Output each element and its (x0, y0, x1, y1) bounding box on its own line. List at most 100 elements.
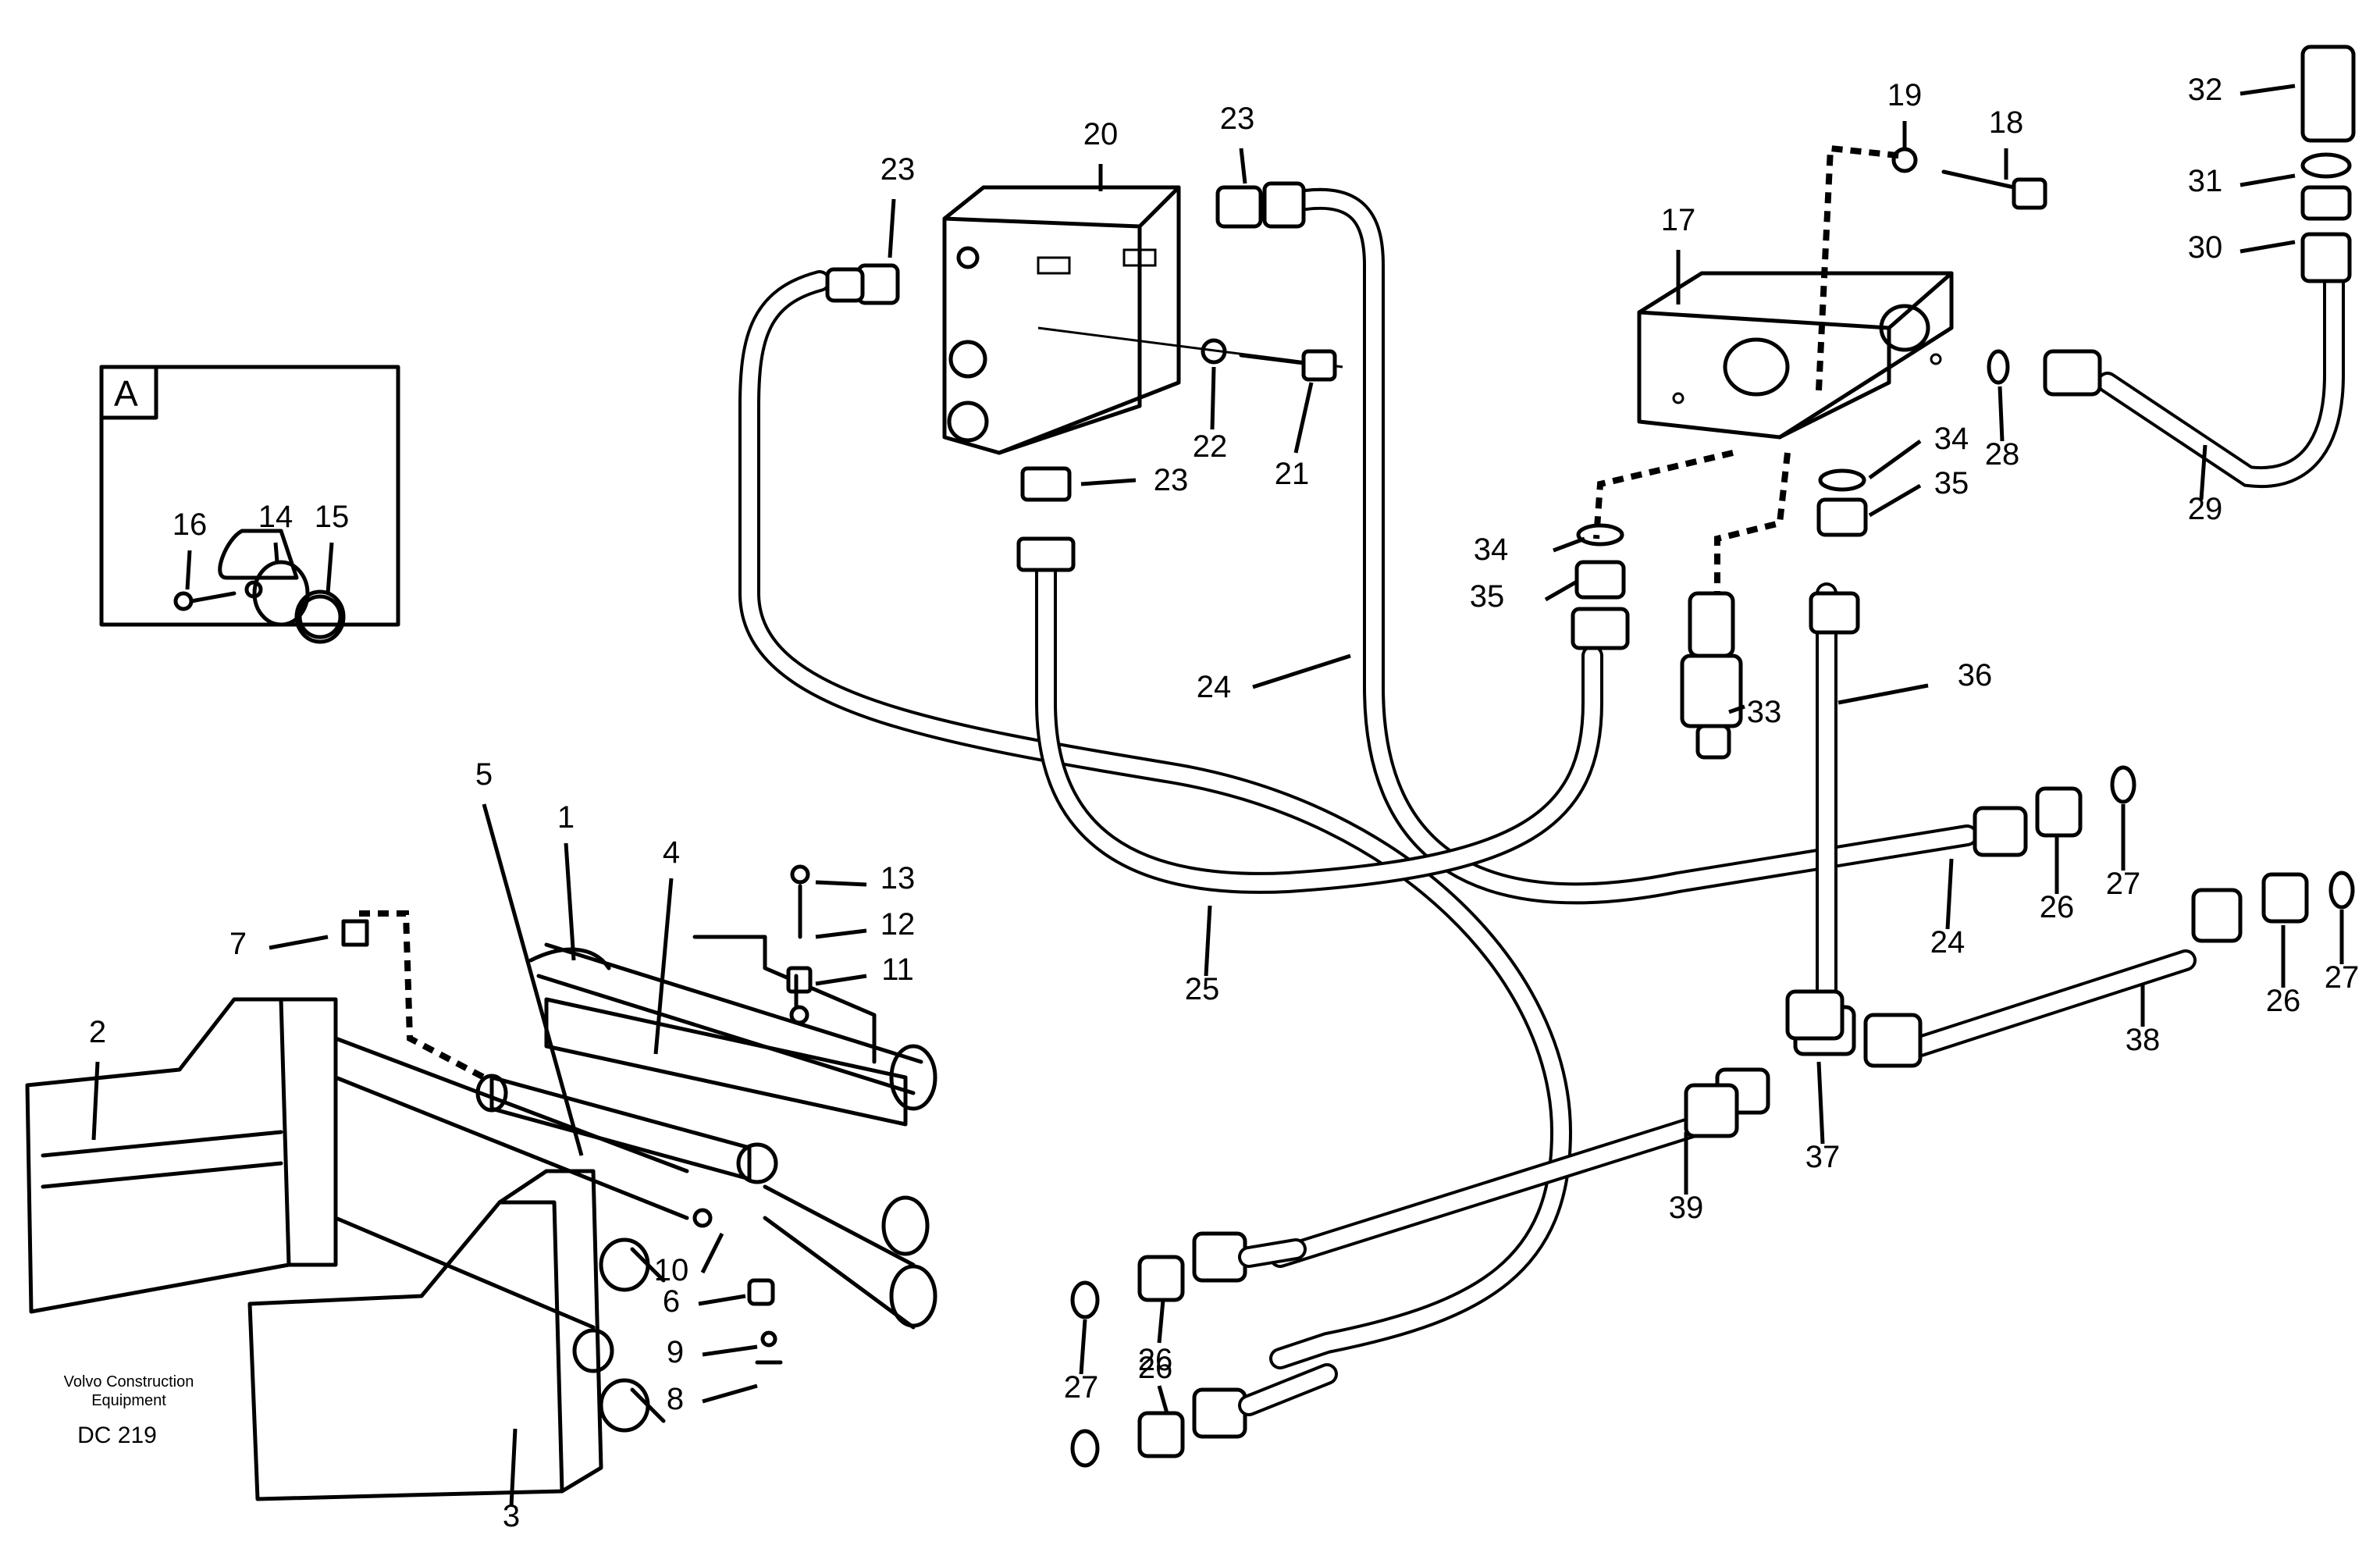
callout-27: 27 (2106, 867, 2141, 901)
hoses (738, 187, 2345, 1369)
callout-31: 31 (2188, 164, 2223, 198)
callout-leader-23c (1080, 478, 1137, 486)
callout-26b: 26 (2266, 984, 2301, 1018)
callout-26c: 26 (1138, 1343, 1173, 1377)
callout-leader-7 (269, 935, 329, 950)
callout-leader-35 (1544, 579, 1578, 602)
callout-16: 16 (173, 507, 208, 542)
callout-leader-31 (2239, 173, 2296, 187)
callout-20: 20 (1083, 117, 1119, 151)
callout-leader-3 (509, 1428, 518, 1508)
callout-39: 39 (1669, 1191, 1704, 1225)
dashed-connectors (359, 144, 1905, 1081)
callout-30: 30 (2188, 230, 2223, 265)
callout-23b: 23 (1220, 101, 1255, 136)
callout-leader-12 (815, 928, 867, 939)
callout-28: 28 (1985, 437, 2020, 472)
callout-leader-23 (888, 198, 896, 258)
callout-34b: 34 (1934, 422, 1969, 456)
callout-7: 7 (229, 927, 247, 961)
callout-leader-32 (2239, 84, 2296, 96)
callout-leader-24 (1252, 653, 1351, 689)
callout-14: 14 (258, 500, 293, 534)
callout-leader-8 (702, 1383, 758, 1404)
fitting-23-top (1215, 181, 1306, 229)
callout-leader-29 (2199, 444, 2207, 500)
callout-25: 25 (1185, 972, 1220, 1006)
callout-leader-34 (1553, 536, 1585, 553)
callout-leader-27c (1079, 1319, 1087, 1375)
callout-29: 29 (2188, 492, 2223, 526)
callout-36: 36 (1958, 658, 1993, 693)
callout-leader-34b (1868, 439, 1922, 480)
callout-27b: 27 (2325, 960, 2360, 995)
callout-leader-15 (326, 542, 334, 594)
callout-leader-14 (273, 542, 279, 563)
callout-24: 24 (1197, 670, 1232, 704)
callout-leader-33 (1728, 704, 1745, 714)
callout-leader-5 (482, 803, 584, 1156)
callout-23: 23 (880, 152, 916, 187)
callout-5: 5 (475, 757, 493, 792)
callout-4: 4 (663, 835, 680, 870)
callout-3: 3 (503, 1499, 520, 1533)
callout-leader-30 (2239, 240, 2296, 254)
callout-22: 22 (1193, 429, 1228, 464)
callout-leader-16 (185, 550, 192, 590)
callout-leader-1 (564, 842, 576, 961)
callout-11: 11 (881, 953, 914, 987)
callout-17: 17 (1661, 203, 1696, 237)
callout-leader-26c (1157, 1299, 1165, 1344)
callout-leader-23b (1239, 148, 1247, 184)
inset-label: A (114, 373, 138, 414)
callout-34: 34 (1474, 532, 1509, 567)
callout-19: 19 (1887, 78, 1923, 112)
inset-a: A (99, 365, 400, 644)
frame-assembly (25, 864, 937, 1501)
callout-37: 37 (1805, 1140, 1841, 1174)
diagram-code: DC 219 (77, 1423, 157, 1448)
fittings (825, 45, 2356, 1468)
callout-leader-24c (1945, 858, 1954, 930)
callout-35: 35 (1470, 579, 1505, 614)
callout-24c: 24 (1930, 925, 1966, 960)
callout-26d: 26 (1138, 1351, 1173, 1385)
callout-10: 10 (654, 1253, 689, 1287)
callout-27c: 27 (1064, 1370, 1099, 1405)
callout-leader-37 (1816, 1061, 1825, 1145)
caption-company: Volvo Construction (64, 1373, 194, 1391)
callout-32: 32 (2188, 73, 2223, 107)
callout-26: 26 (2040, 890, 2075, 924)
callout-leader-35b (1868, 483, 1922, 518)
callout-leader-26d (1157, 1385, 1169, 1414)
callout-leader-21 (1293, 382, 1314, 454)
callout-leader-9 (702, 1344, 758, 1357)
callout-21: 21 (1275, 457, 1310, 491)
callout-leader-28 (1998, 386, 2005, 442)
callout-13: 13 (880, 861, 916, 896)
callout-8: 8 (667, 1382, 684, 1416)
caption-company-line2: Equipment (91, 1392, 166, 1409)
callout-18: 18 (1989, 105, 2024, 140)
callout-leader-11 (815, 974, 867, 986)
callout-leader-2 (91, 1061, 100, 1141)
caption: Volvo Construction Equipment DC 219 (64, 1373, 194, 1448)
callout-33: 33 (1747, 695, 1782, 729)
callout-12: 12 (880, 907, 916, 942)
callout-leader-13 (815, 880, 867, 887)
callout-leader-6 (698, 1294, 746, 1306)
valve-block-17 (1637, 271, 1954, 440)
callout-38: 38 (2126, 1023, 2161, 1057)
fitting-23-bottom (1016, 466, 1076, 572)
callout-leader-25 (1204, 905, 1212, 977)
callout-2: 2 (89, 1015, 106, 1049)
callout-23c: 23 (1154, 463, 1189, 497)
callout-1: 1 (557, 800, 575, 835)
callout-15: 15 (315, 500, 350, 534)
callout-leader-4 (653, 878, 674, 1055)
callout-leader-10 (700, 1232, 724, 1274)
callout-6: 6 (663, 1284, 680, 1319)
callout-9: 9 (667, 1335, 684, 1369)
